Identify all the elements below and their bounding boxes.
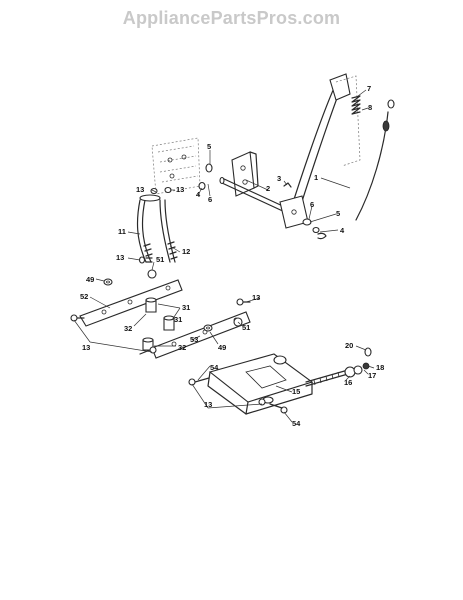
callout-1: 1 bbox=[314, 173, 318, 182]
bushing-51-left bbox=[147, 269, 157, 279]
callout-16: 16 bbox=[344, 378, 352, 387]
lift-plate bbox=[207, 353, 314, 415]
callout-11: 11 bbox=[118, 227, 126, 236]
callout-12: 12 bbox=[182, 247, 190, 256]
shaft-end-hardware bbox=[283, 182, 327, 240]
callout-6-right: 6 bbox=[310, 200, 314, 209]
pedal-lever bbox=[279, 73, 361, 229]
callout-20: 20 bbox=[345, 341, 353, 350]
callout-13-link: 13 bbox=[116, 253, 124, 262]
lower-pins bbox=[188, 377, 288, 414]
lift-link-top-pins bbox=[139, 186, 172, 202]
callout-13-top-right: 13 bbox=[176, 185, 184, 194]
control-rod bbox=[355, 99, 395, 221]
lift-bar-left bbox=[79, 279, 183, 327]
pedal-spring bbox=[351, 95, 361, 115]
callout-18: 18 bbox=[376, 363, 384, 372]
callout-32-right: 32 bbox=[178, 343, 186, 352]
lift-link-left bbox=[136, 199, 153, 263]
callout-6-left: 6 bbox=[208, 195, 212, 204]
callout-13-right: 13 bbox=[252, 293, 260, 302]
callout-54-bottom: 54 bbox=[292, 419, 301, 428]
adjust-knob bbox=[344, 362, 370, 378]
lift-link-right bbox=[159, 199, 178, 263]
callout-32-left: 32 bbox=[124, 324, 132, 333]
watermark-text: AppliancePartsPros.com bbox=[122, 8, 341, 28]
callout-4-right: 4 bbox=[340, 226, 345, 235]
callout-labels: 1 2 3 4 4 5 5 6 6 7 8 11 12 13 13 13 13 … bbox=[80, 84, 384, 428]
frame-plate bbox=[151, 137, 201, 195]
callout-5-left: 5 bbox=[207, 142, 211, 151]
callout-13-lower-left: 13 bbox=[82, 343, 90, 352]
clip-20 bbox=[364, 347, 372, 357]
callout-4-left: 4 bbox=[196, 190, 201, 199]
washer-49-right bbox=[203, 324, 213, 332]
callout-7: 7 bbox=[367, 84, 371, 93]
callout-53: 53 bbox=[190, 335, 198, 344]
callout-8: 8 bbox=[368, 103, 372, 112]
callout-31-lower: 31 bbox=[174, 315, 182, 324]
plate-hardware bbox=[198, 163, 213, 191]
callout-51-left: 51 bbox=[156, 255, 164, 264]
clevis-pins bbox=[70, 298, 251, 355]
callout-13-top-left: 13 bbox=[136, 185, 144, 194]
washer-49-left bbox=[103, 278, 113, 286]
callout-49-right: 49 bbox=[218, 343, 226, 352]
callout-3: 3 bbox=[277, 174, 281, 183]
callout-13-bottom: 13 bbox=[204, 400, 212, 409]
callout-17: 17 bbox=[368, 371, 376, 380]
callout-51-right: 51 bbox=[242, 323, 250, 332]
callout-15: 15 bbox=[292, 387, 300, 396]
callout-49-left: 49 bbox=[86, 275, 94, 284]
callout-54-top: 54 bbox=[210, 363, 219, 372]
adjust-rod bbox=[305, 369, 349, 387]
callout-52: 52 bbox=[80, 292, 88, 301]
callout-31-upper: 31 bbox=[182, 303, 190, 312]
callout-5-right: 5 bbox=[336, 209, 340, 218]
bushings-32 bbox=[142, 297, 175, 351]
leader-lines bbox=[73, 89, 375, 423]
callout-2: 2 bbox=[266, 184, 270, 193]
